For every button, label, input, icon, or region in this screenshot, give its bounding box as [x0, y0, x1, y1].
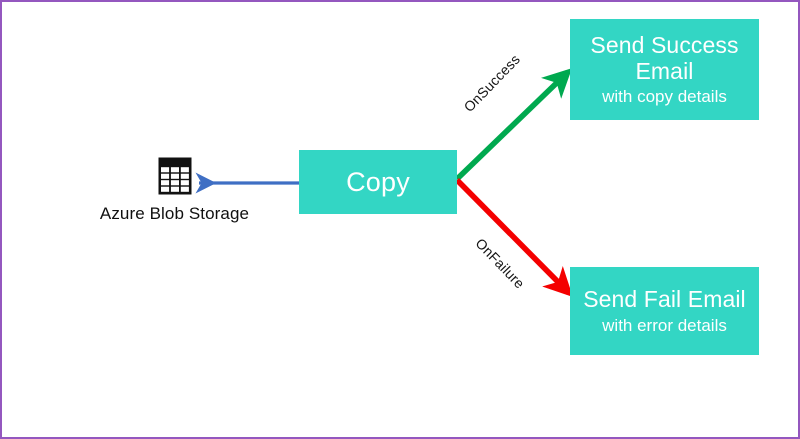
copy-activity-box[interactable]: Copy — [299, 150, 457, 214]
send-fail-email-title: Send Fail Email — [583, 286, 746, 313]
send-fail-email-subtitle: with error details — [602, 315, 727, 335]
send-success-email-subtitle: with copy details — [602, 86, 727, 106]
azure-blob-storage-label: Azure Blob Storage — [99, 204, 250, 223]
send-fail-email-box[interactable]: Send Fail Email with error details — [570, 267, 759, 355]
send-success-email-box[interactable]: Send Success Email with copy details — [570, 19, 759, 120]
table-grid-icon — [158, 157, 191, 195]
copy-activity-label: Copy — [346, 166, 410, 197]
on-success-edge-label: OnSuccess — [460, 51, 523, 115]
edge-on-success — [455, 68, 573, 182]
node-azure-blob-storage[interactable]: Azure Blob Storage — [87, 157, 262, 224]
on-failure-edge-label: OnFailure — [472, 235, 528, 292]
send-success-email-title: Send Success Email — [590, 32, 739, 84]
